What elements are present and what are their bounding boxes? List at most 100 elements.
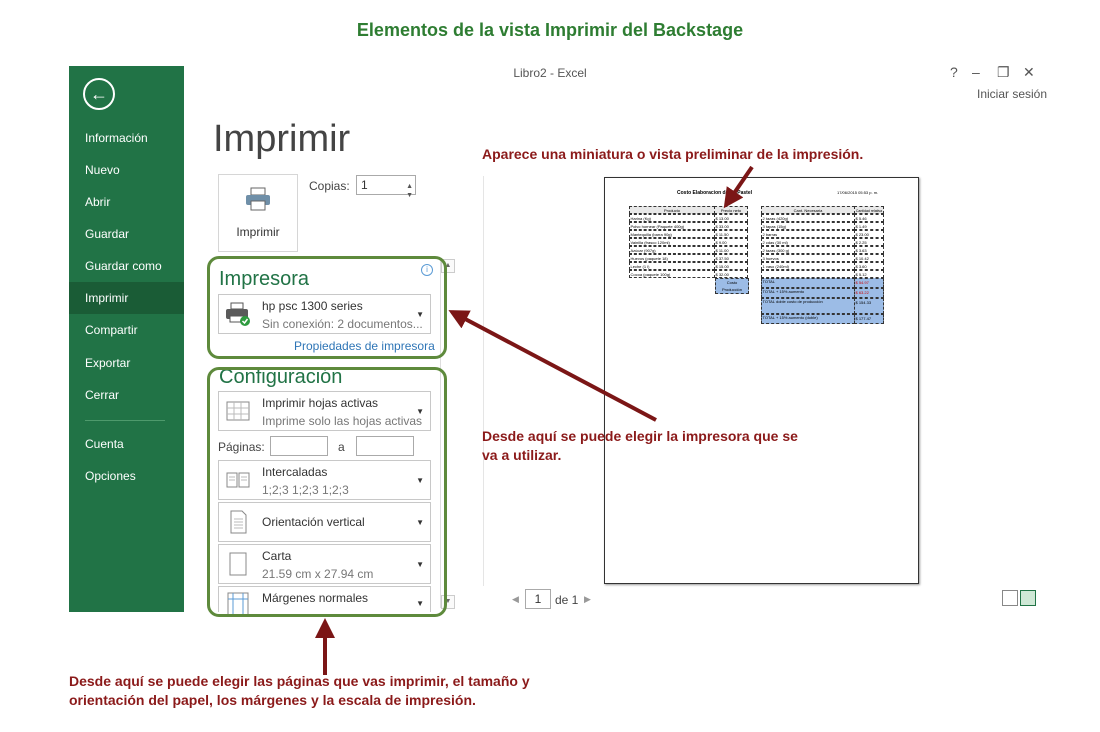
preview-total-value: $ 63.22 xyxy=(853,287,884,298)
preview-row: Leche (1 l)$ 15.00 xyxy=(628,261,748,270)
preview-cell: $ 15.00 xyxy=(713,261,748,270)
printer-icon xyxy=(246,187,270,211)
margins-dropdown[interactable]: Márgenes normales ▼ xyxy=(218,586,431,616)
sidebar-item-nuevo[interactable]: Nuevo xyxy=(85,163,120,177)
backstage-sidebar: ← Información Nuevo Abrir Guardar Guarda… xyxy=(69,66,184,612)
preview-arrow xyxy=(723,165,754,209)
copies-label: Copias: xyxy=(309,179,350,193)
print-what-value: Imprimir hojas activas xyxy=(262,396,379,410)
collate-dropdown[interactable]: Intercaladas 1;2;3 1;2;3 1;2;3 ▼ xyxy=(218,460,431,500)
preview-sheet-date: 17/06/2015 05:53 p. m. xyxy=(837,190,879,195)
info-icon[interactable]: i xyxy=(421,264,433,276)
preview-cell: $ 3.60 xyxy=(853,261,884,270)
back-arrow-icon[interactable]: ← xyxy=(83,78,115,110)
collate-desc: 1;2;3 1;2;3 1;2;3 xyxy=(262,483,349,497)
sidebar-item-guardar[interactable]: Guardar xyxy=(85,227,130,241)
show-margins-icon[interactable] xyxy=(1002,590,1018,606)
pages-to-label: a xyxy=(338,440,345,454)
sidebar-item-exportar[interactable]: Exportar xyxy=(85,356,131,370)
preview-row: 3 huevos$ 10.42 xyxy=(760,253,884,262)
signin-link[interactable]: Iniciar sesión xyxy=(977,87,1048,101)
chevron-down-icon: ▼ xyxy=(416,560,424,569)
print-button-label: Imprimir xyxy=(236,225,280,239)
margins-value: Márgenes normales xyxy=(262,591,369,605)
printer-dropdown[interactable]: hp psc 1300 series Sin conexión: 2 docum… xyxy=(218,294,431,334)
preview-row: 3 tapas (15g)$ 1.49 xyxy=(760,221,884,230)
preview-cell: $ 11.00 xyxy=(713,245,748,254)
pages-from-input[interactable] xyxy=(270,436,328,456)
orientation-dropdown[interactable]: Orientación vertical ▼ xyxy=(218,502,431,542)
paper-icon xyxy=(229,552,247,576)
print-what-dropdown[interactable]: Imprimir hojas activas Imprime solo las … xyxy=(218,391,431,431)
preview-cell: $ 1.49 xyxy=(853,221,884,230)
preview-annotation: Aparece una miniatura o vista preliminar… xyxy=(482,146,864,162)
close-icon[interactable]: ✕ xyxy=(1023,64,1035,80)
orientation-value: Orientación vertical xyxy=(262,515,365,529)
preview-cell: $ 32.00 xyxy=(713,269,748,278)
preview-cell: $ 5.12 xyxy=(853,269,884,278)
printer-section-title: Impresora xyxy=(219,268,310,290)
page-number-input[interactable]: 1 xyxy=(525,589,551,609)
copies-input[interactable]: 1 ▲ ▼ xyxy=(356,175,416,199)
portrait-page-icon xyxy=(230,510,247,534)
printer-annotation: Desde aquí se puede elegir la impresora … xyxy=(482,428,798,463)
chevron-down-icon: ▼ xyxy=(416,407,424,416)
page-title: Elementos de la vista Imprimir del Backs… xyxy=(356,20,744,40)
pages-to-input[interactable] xyxy=(356,436,414,456)
preview-cell: $ 9.00 xyxy=(713,237,748,246)
chevron-down-icon: ▼ xyxy=(416,518,424,527)
printer-icon xyxy=(226,302,250,326)
sidebar-item-cerrar[interactable]: Cerrar xyxy=(85,388,120,402)
paper-size-dropdown[interactable]: Carta 21.59 cm x 27.94 cm ▼ xyxy=(218,544,431,584)
preview-divider xyxy=(483,176,484,586)
preview-row: TOTAL + 15% aumento (doble)$ 177.47 xyxy=(760,313,884,324)
preview-cost-cell: Costo Producción xyxy=(714,277,749,294)
preview-cell: $ 5.46 xyxy=(853,213,884,222)
print-what-desc: Imprime solo las hojas activas xyxy=(262,414,423,428)
print-button[interactable]: Imprimir xyxy=(218,174,298,252)
collate-icon xyxy=(226,472,250,488)
printer-properties-link[interactable]: Propiedades de impresora xyxy=(294,339,435,353)
restore-icon[interactable]: ❐ xyxy=(997,64,1010,80)
page-count-label: de 1 xyxy=(555,593,579,607)
next-page-icon[interactable]: ▶ xyxy=(584,594,591,604)
config-section-title: Configuración xyxy=(219,366,343,388)
sidebar-divider xyxy=(85,420,165,421)
help-icon[interactable]: ? xyxy=(950,64,958,80)
preview-row: 2 cdas (30 ml)$ 2.25 xyxy=(760,237,884,246)
printer-arrow xyxy=(448,310,657,422)
preview-row: Azúcar (907g)$ 11.00 xyxy=(628,245,748,254)
preview-cell: $ 10.42 xyxy=(853,253,884,262)
window-title: Libro2 - Excel xyxy=(513,66,587,80)
sidebar-item-informacion[interactable]: Información xyxy=(85,131,148,145)
minimize-icon[interactable]: – xyxy=(972,64,980,80)
preview-cell: $ 2.25 xyxy=(853,237,884,246)
sidebar-item-guardar-como[interactable]: Guardar como xyxy=(85,259,162,273)
settings-scrollbar[interactable] xyxy=(440,258,455,608)
copies-value: 1 xyxy=(361,178,368,192)
printer-highlight-frame xyxy=(207,256,447,359)
sidebar-item-cuenta[interactable]: Cuenta xyxy=(85,437,124,451)
chevron-down-icon: ▼ xyxy=(416,599,424,608)
paper-size-value: Carta xyxy=(262,549,292,563)
preview-row: Polvo hornear (Paquete 400g)$ 33.00 xyxy=(628,221,748,230)
chevron-down-icon: ▼ xyxy=(416,310,424,319)
spin-down-icon[interactable]: ▼ xyxy=(406,192,413,199)
preview-cell: $ 37.50 xyxy=(713,253,748,262)
preview-row: Mantequilla (barra 90g)$ 11.50 xyxy=(628,229,748,238)
preview-total-value: $ 154.33 xyxy=(853,297,884,314)
zoom-to-page-icon[interactable] xyxy=(1020,590,1036,606)
sidebar-item-opciones[interactable]: Opciones xyxy=(85,469,136,483)
print-heading: Imprimir xyxy=(213,118,351,160)
sidebar-item-compartir[interactable]: Compartir xyxy=(85,323,138,337)
sidebar-item-abrir[interactable]: Abrir xyxy=(85,195,111,209)
prev-page-icon[interactable]: ◀ xyxy=(512,594,519,604)
sidebar-item-imprimir[interactable]: Imprimir xyxy=(69,282,184,314)
spin-up-icon[interactable]: ▲ xyxy=(406,183,413,190)
preview-cell: $ 33.00 xyxy=(713,221,748,230)
preview-cell: $ 11.50 xyxy=(713,229,748,238)
preview-row: Harina (Kg)$ 13.00 xyxy=(628,213,748,222)
